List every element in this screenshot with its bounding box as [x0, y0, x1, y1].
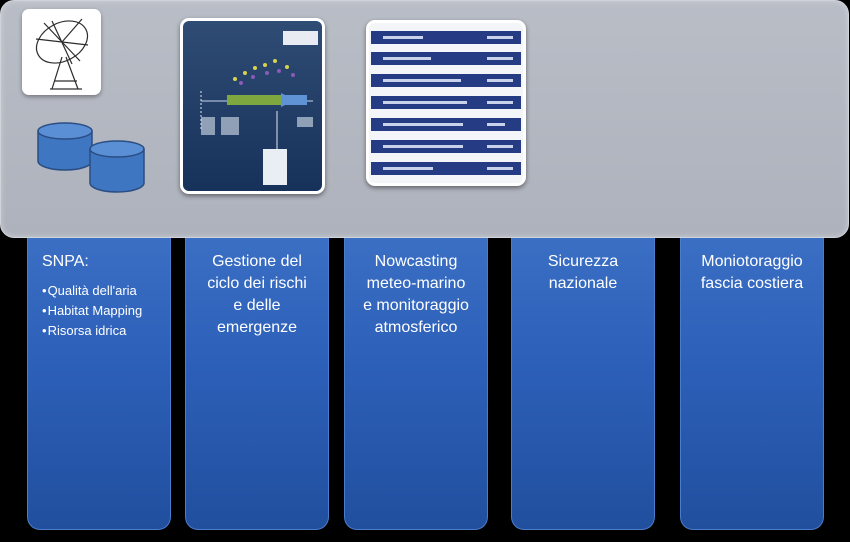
column-title-line: nazionale	[548, 275, 618, 292]
missions-thumbnail	[366, 20, 526, 186]
column-title-line: Moniotoraggio	[701, 253, 803, 270]
column-title-line: Sicurezza	[547, 253, 619, 270]
list-item: Qualità dell'aria	[42, 281, 170, 301]
column-title-line: emergenze	[216, 319, 298, 336]
database-icon	[89, 140, 145, 193]
satellite-dish-icon	[22, 9, 101, 95]
column-nowcasting: Nowcasting meteo-marino e monitoraggio a…	[344, 238, 488, 530]
column-title-line: Nowcasting	[374, 253, 458, 270]
column-title-line: ciclo dei rischi	[207, 275, 307, 292]
column-snpa: SNPA: Qualità dell'aria Habitat Mapping …	[27, 238, 171, 530]
top-panel	[0, 0, 849, 238]
timeline-thumbnail	[180, 18, 325, 194]
list-item: Risorsa idrica	[42, 321, 170, 341]
bullet-list: Qualità dell'aria Habitat Mapping Risors…	[42, 281, 170, 341]
database-icon	[37, 122, 93, 171]
column-title: SNPA:	[42, 253, 89, 270]
column-title-line: Gestione del	[212, 253, 302, 270]
column-title-line: atmosferico	[374, 319, 458, 336]
column-sicurezza: Sicurezza nazionale	[511, 238, 655, 530]
column-costiera: Moniotoraggio fascia costiera	[680, 238, 824, 530]
column-rischi: Gestione del ciclo dei rischi e delle em…	[185, 238, 329, 530]
column-title-line: e monitoraggio	[363, 297, 469, 314]
list-item: Habitat Mapping	[42, 301, 170, 321]
column-title-line: meteo-marino	[366, 275, 466, 292]
column-title-line: fascia costiera	[700, 275, 804, 292]
column-title-line: e delle	[233, 297, 281, 314]
